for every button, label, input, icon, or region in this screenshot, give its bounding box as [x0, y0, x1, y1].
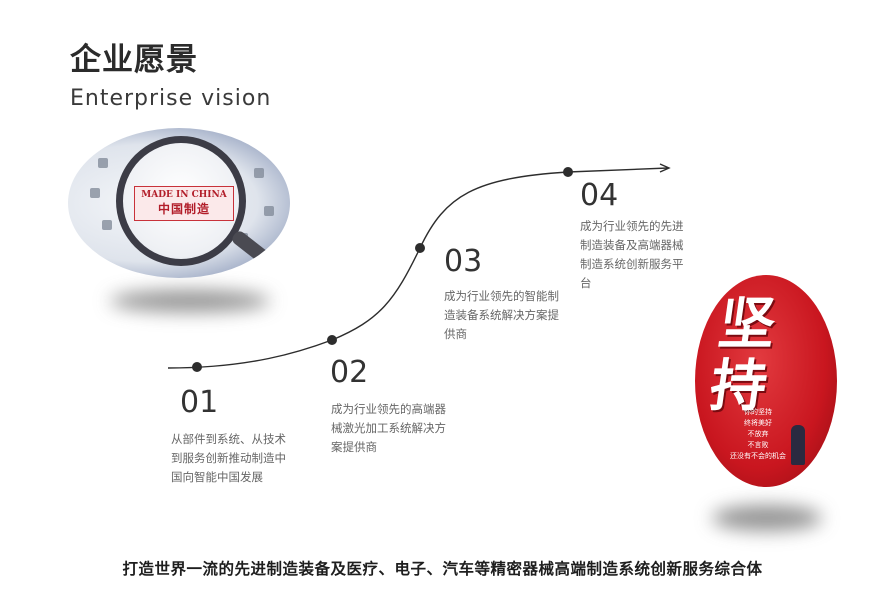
step-text-04: 成为行业领先的先进制造装备及高端器械制造系统创新服务平台	[580, 219, 684, 290]
arrow-head-icon	[659, 163, 671, 173]
left-image-shadow	[110, 290, 270, 312]
step-number-02: 02	[330, 355, 369, 390]
step-number-03: 03	[444, 244, 483, 279]
person-figure	[791, 425, 805, 465]
timeline-dot-03	[415, 243, 425, 253]
timeline-dot-01	[192, 362, 202, 372]
made-in-china-tag: MADE IN CHINA 中国制造	[134, 186, 234, 221]
page-subtitle: Enterprise vision	[70, 86, 272, 111]
right-image-shadow	[712, 505, 822, 531]
timeline-path	[167, 167, 669, 369]
step-number-04: 04	[580, 178, 619, 213]
camera-icon	[254, 168, 264, 178]
timeline-dot-02	[327, 335, 337, 345]
factory-icon	[264, 206, 274, 216]
made-in-china-image: MADE IN CHINA 中国制造	[68, 128, 290, 278]
gear-icon	[98, 158, 108, 168]
robot-icon	[90, 188, 100, 198]
step-number-01: 01	[180, 385, 219, 420]
truck-icon	[102, 220, 112, 230]
poster-poem: 你的坚持 终将美好 不放弃 不言败 还没有不会的机会	[730, 408, 786, 460]
slogan: 打造世界一流的先进制造装备及医疗、电子、汽车等精密器械高端制造系统创新服务综合体	[122, 560, 763, 578]
tag-chinese: 中国制造	[157, 202, 210, 216]
page-title: 企业愿景	[70, 42, 198, 78]
step-text-02: 成为行业领先的高端器械激光加工系统解决方案提供商	[331, 402, 446, 454]
tag-english: MADE IN CHINA	[141, 190, 227, 200]
step-text-01: 从部件到系统、从技术到服务创新推动制造中国向智能中国发展	[171, 432, 286, 484]
step-text-03: 成为行业领先的智能制造装备系统解决方案提供商	[444, 289, 559, 341]
persistence-poster: 坚持 你的坚持 终将美好 不放弃 不言败 还没有不会的机会	[695, 275, 837, 487]
timeline-dot-04	[563, 167, 573, 177]
